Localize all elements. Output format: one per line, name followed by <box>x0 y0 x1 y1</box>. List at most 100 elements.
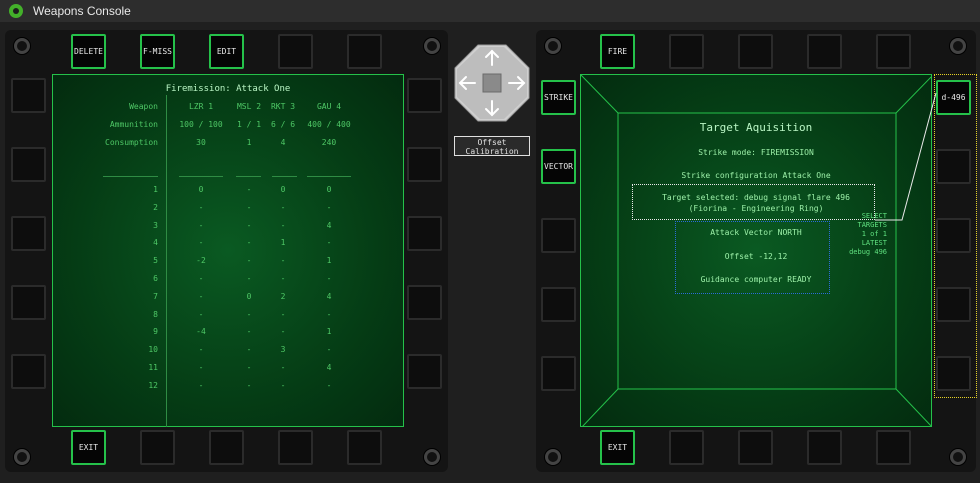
osb-bottom-2[interactable] <box>669 430 704 465</box>
vector-button[interactable]: VECTOR <box>541 149 576 184</box>
osb-left-5[interactable] <box>541 356 576 391</box>
weapon-name: MSL 2 <box>236 102 262 111</box>
grid-cell[interactable]: -2 <box>196 256 206 266</box>
grid-cell[interactable]: - <box>326 238 332 248</box>
strike-button[interactable]: STRIKE <box>541 80 576 115</box>
osb-right-5[interactable] <box>407 354 442 389</box>
grid-cell[interactable]: - <box>246 185 252 194</box>
offset-calibration-button[interactable]: Offset Calibration <box>454 136 530 156</box>
osb-right-2[interactable] <box>407 147 442 182</box>
grid-cell[interactable]: - <box>198 220 204 230</box>
grid-cell[interactable]: 3 <box>280 345 286 355</box>
grid-cell[interactable]: - <box>246 380 252 390</box>
osb-left-5[interactable] <box>11 354 46 389</box>
grid-cell[interactable]: -4 <box>196 327 206 337</box>
grid-cell[interactable]: 0 <box>246 291 252 301</box>
osb-bottom-5[interactable] <box>876 430 911 465</box>
attack-vector-text: Attack Vector NORTH <box>710 228 802 237</box>
osb-right-2[interactable] <box>936 149 971 184</box>
osb-left-2[interactable] <box>11 147 46 182</box>
osb-bottom-4[interactable] <box>278 430 313 465</box>
grid-cell[interactable]: - <box>280 363 286 372</box>
grid-cell[interactable]: - <box>198 345 204 355</box>
grid-cell[interactable]: - <box>246 327 252 337</box>
grid-cell[interactable]: - <box>246 238 252 248</box>
osb-bottom-4[interactable] <box>807 430 842 465</box>
osb-right-4[interactable] <box>407 285 442 320</box>
grid-cell[interactable]: - <box>326 309 332 319</box>
grid-cell[interactable]: - <box>246 202 252 212</box>
window-title: Weapons Console <box>33 4 131 18</box>
grid-cell[interactable]: - <box>246 309 252 319</box>
exit-button[interactable]: EXIT <box>600 430 635 465</box>
osb-top-5[interactable] <box>876 34 911 69</box>
osb-bottom-3[interactable] <box>209 430 244 465</box>
grid-cell[interactable]: - <box>198 363 204 372</box>
exit-button[interactable]: EXIT <box>71 430 106 465</box>
osb-left-4[interactable] <box>541 287 576 322</box>
delete-button[interactable]: DELETE <box>71 34 106 69</box>
grid-cell[interactable]: - <box>246 274 252 283</box>
osb-top-4[interactable] <box>278 34 313 69</box>
target-d-496-button[interactable]: d-496 <box>936 80 971 115</box>
osb-left-4[interactable] <box>11 285 46 320</box>
fire-button[interactable]: FIRE <box>600 34 635 69</box>
osb-bottom-5[interactable] <box>347 430 382 465</box>
dpad-center-button[interactable] <box>482 73 502 93</box>
arrow-down-icon[interactable] <box>485 100 499 117</box>
osb-top-5[interactable] <box>347 34 382 69</box>
arrow-left-icon[interactable] <box>458 76 476 90</box>
osb-left-3[interactable] <box>541 218 576 253</box>
grid-cell[interactable]: - <box>326 345 332 355</box>
row-number: 7 <box>153 291 158 301</box>
grid-cell[interactable]: - <box>246 363 252 372</box>
osb-top-3[interactable] <box>738 34 773 69</box>
grid-cell[interactable]: 1 <box>280 238 286 248</box>
grid-cell[interactable]: - <box>326 380 332 390</box>
grid-cell[interactable]: - <box>326 274 332 283</box>
grid-cell[interactable]: - <box>246 220 252 230</box>
grid-cell[interactable]: 0 <box>326 185 332 194</box>
osb-right-5[interactable] <box>936 356 971 391</box>
grid-cell[interactable]: - <box>198 238 204 248</box>
grid-cell[interactable]: - <box>198 380 204 390</box>
guidance-text: Guidance computer READY <box>700 275 812 284</box>
grid-cell[interactable]: - <box>280 327 286 337</box>
osb-right-1[interactable] <box>407 78 442 113</box>
grid-cell[interactable]: 0 <box>280 185 286 194</box>
osb-bottom-2[interactable] <box>140 430 175 465</box>
arrow-up-icon[interactable] <box>485 49 499 66</box>
grid-cell[interactable]: - <box>280 220 286 230</box>
grid-cell[interactable]: 4 <box>326 220 332 230</box>
grid-cell[interactable]: - <box>246 256 252 266</box>
osb-right-3[interactable] <box>407 216 442 251</box>
grid-cell[interactable]: - <box>280 380 286 390</box>
grid-cell[interactable]: - <box>198 309 204 319</box>
grid-cell[interactable]: - <box>246 345 252 355</box>
edit-button[interactable]: EDIT <box>209 34 244 69</box>
grid-cell[interactable]: - <box>326 202 332 212</box>
osb-bottom-3[interactable] <box>738 430 773 465</box>
osb-right-3[interactable] <box>936 218 971 253</box>
osb-right-4[interactable] <box>936 287 971 322</box>
grid-cell[interactable]: - <box>198 274 204 283</box>
f-miss-button[interactable]: F-MISS <box>140 34 175 69</box>
grid-cell[interactable]: - <box>280 256 286 266</box>
weapon-consumption: 240 <box>321 138 337 147</box>
grid-cell[interactable]: 1 <box>326 327 332 337</box>
grid-cell[interactable]: 2 <box>280 291 286 301</box>
grid-cell[interactable]: - <box>280 274 286 283</box>
arrow-right-icon[interactable] <box>508 76 526 90</box>
osb-top-4[interactable] <box>807 34 842 69</box>
grid-cell[interactable]: - <box>280 309 286 319</box>
grid-cell[interactable]: - <box>280 202 286 212</box>
grid-cell[interactable]: 4 <box>326 363 332 372</box>
grid-cell[interactable]: - <box>198 202 204 212</box>
osb-left-1[interactable] <box>11 78 46 113</box>
osb-top-2[interactable] <box>669 34 704 69</box>
grid-cell[interactable]: - <box>198 291 204 301</box>
osb-left-3[interactable] <box>11 216 46 251</box>
grid-cell[interactable]: 0 <box>198 185 204 194</box>
grid-cell[interactable]: 1 <box>326 256 332 266</box>
grid-cell[interactable]: 4 <box>326 291 332 301</box>
